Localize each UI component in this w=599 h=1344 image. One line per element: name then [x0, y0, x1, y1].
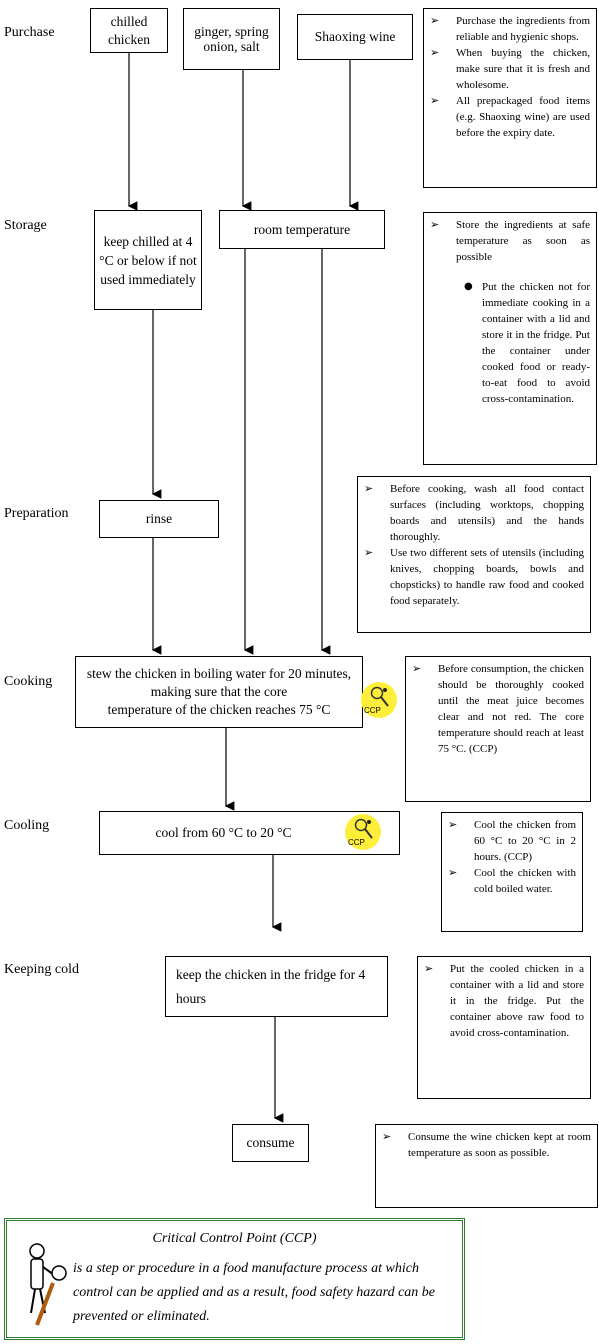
box-shaoxing-wine: Shaoxing wine [297, 14, 413, 60]
note-consume: Consume the wine chicken kept at room te… [375, 1124, 598, 1208]
note-item: Cool the chicken from 60 °C to 20 °C in … [448, 817, 576, 865]
stage-cooling: Cooling [4, 818, 50, 833]
note-item: When buying the chicken, make sure that … [430, 45, 590, 93]
box-stew-chicken: stew the chicken in boiling water for 20… [75, 656, 363, 728]
note-keeping-cold: Put the cooled chicken in a container wi… [417, 956, 591, 1099]
note-item: Cool the chicken with cold boiled water. [448, 865, 576, 897]
note-storage: Store the ingredients at safe temperatur… [423, 212, 597, 465]
note-item: Store the ingredients at safe temperatur… [430, 217, 590, 265]
note-item: Put the cooled chicken in a container wi… [424, 961, 584, 1041]
box-room-temperature: room temperature [219, 210, 385, 249]
ccp-badge-cooling: CCP [345, 814, 381, 850]
stage-preparation: Preparation [4, 506, 69, 521]
note-item: Use two different sets of utensils (incl… [364, 545, 584, 609]
inspector-figure-icon [29, 1243, 67, 1326]
note-item: Before consumption, the chicken should b… [412, 661, 584, 757]
legend-title: Critical Control Point (CCP) [152, 1231, 317, 1246]
note-item: Consume the wine chicken kept at room te… [382, 1129, 591, 1161]
stage-cooking: Cooking [4, 674, 53, 689]
inspector-icon [370, 686, 389, 707]
note-purchase: Purchase the ingredients from reliable a… [423, 8, 597, 188]
note-preparation: Before cooking, wash all food contact su… [357, 476, 591, 633]
ccp-legend: Critical Control Point (CCP) is a step o… [4, 1218, 465, 1340]
inspector-icon [354, 818, 373, 839]
note-item: Put the chicken not for immediate cookin… [430, 279, 590, 407]
stage-keeping-cold: Keeping cold [4, 962, 80, 977]
note-item: All prepackaged food items (e.g. Shaoxin… [430, 93, 590, 141]
box-keep-in-fridge: keep the chicken in the fridge for 4 hou… [165, 956, 388, 1017]
note-cooling: Cool the chicken from 60 °C to 20 °C in … [441, 812, 583, 932]
note-item: Purchase the ingredients from reliable a… [430, 13, 590, 45]
box-rinse: rinse [99, 500, 219, 538]
note-cooking: Before consumption, the chicken should b… [405, 656, 591, 802]
box-consume: consume [232, 1124, 309, 1162]
box-ginger-spring-onion-salt: ginger, spring onion, salt [183, 8, 280, 70]
stage-storage: Storage [4, 218, 47, 233]
stage-purchase: Purchase [4, 25, 55, 40]
box-chilled-chicken: chilled chicken [90, 8, 168, 53]
note-item: Before cooking, wash all food contact su… [364, 481, 584, 545]
legend-definition: is a step or procedure in a food manufac… [73, 1261, 436, 1324]
box-keep-chilled: keep chilled at 4 °C or below if not use… [94, 210, 202, 310]
flow-arrows [127, 52, 359, 1123]
ccp-badge-cooking: CCP [361, 682, 397, 718]
